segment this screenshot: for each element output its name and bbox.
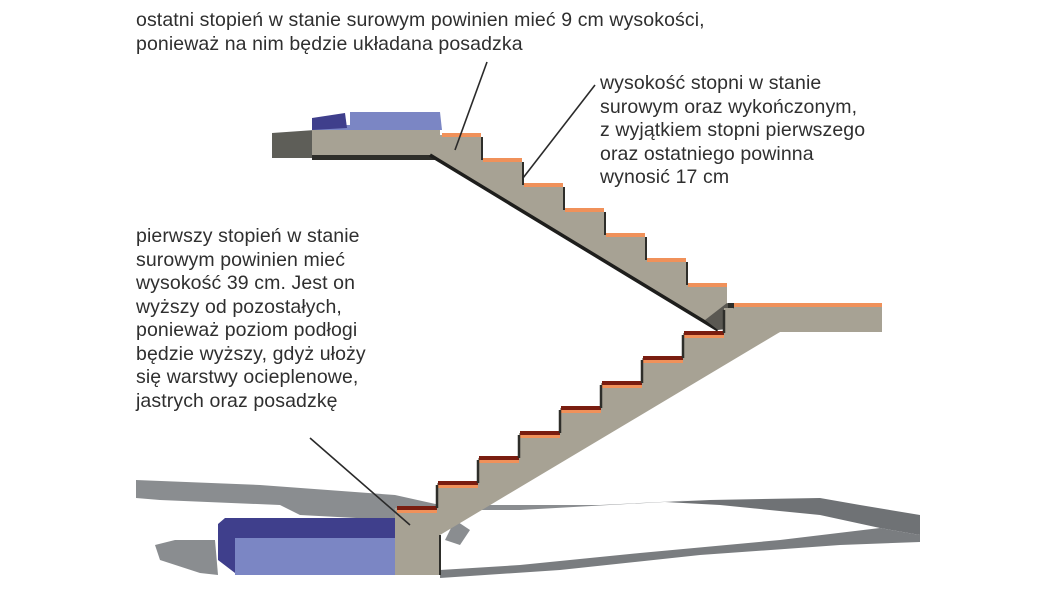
annotation-line: ponieważ na nim będzie układana posadzka (136, 32, 523, 55)
annotation-line: surowym powinien mieć (136, 248, 346, 271)
annotation-line: jastrych oraz posadzkę (136, 389, 338, 412)
ground-floor-finish (218, 518, 395, 575)
annotation-line: surowym oraz wykończonym, (600, 95, 858, 118)
annotation-line: wynosić 17 cm (600, 166, 730, 188)
upper-treads (442, 133, 727, 287)
lower-flight (395, 308, 780, 575)
annotation-line: wysokość stopni w stanie (600, 72, 822, 94)
lower-treads (397, 331, 724, 513)
upper-landing (272, 112, 442, 160)
upper-risers (481, 137, 688, 285)
annotation-line: pierwszy stopień w stanie (136, 225, 360, 247)
leader-step-height (522, 84, 596, 179)
annotation-line: ostatni stopień w stanie surowym powinie… (136, 9, 705, 31)
annotation-first-step: pierwszy stopień w stanie surowym powini… (136, 225, 366, 413)
annotation-line: oraz ostatniego powinna (600, 142, 814, 165)
upper-flight (429, 133, 735, 332)
leader-lines (309, 61, 596, 526)
annotation-line: z wyjątkiem stopni pierwszego (600, 119, 866, 141)
annotation-step-height: wysokość stopni w stanie surowym oraz wy… (600, 72, 865, 190)
annotation-line: wyższy od pozostałych, (136, 295, 342, 318)
annotation-last-step: ostatni stopień w stanie surowym powinie… (136, 9, 705, 56)
annotation-line: się warstwy ocieplenowe, (136, 366, 359, 388)
ground-shadows (136, 480, 920, 578)
leader-last-step (454, 61, 488, 151)
annotation-line: będzie wyższy, gdyż ułoży (136, 342, 366, 365)
lower-risers (435, 310, 726, 508)
leader-first-step (309, 437, 411, 526)
annotation-line: ponieważ poziom podłogi (136, 319, 358, 341)
annotation-line: wysokość 39 cm. Jest on (136, 272, 356, 294)
